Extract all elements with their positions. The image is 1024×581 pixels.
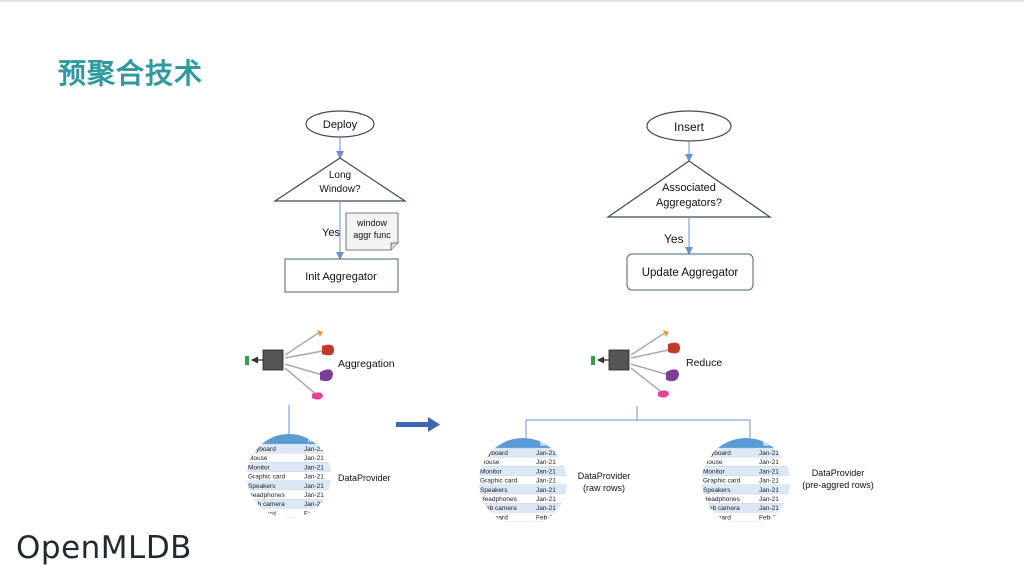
table-cell-item: Mouse	[480, 459, 500, 466]
provider-preaggred-line2: (pre-aggred rows)	[802, 480, 874, 490]
table-cell-item: Keyboard	[248, 510, 276, 517]
reduce-label: Reduce	[686, 357, 722, 369]
table-cell-item: Monitor	[248, 464, 271, 471]
table-cell-month: Feb-21	[304, 510, 325, 517]
table-cell-month: Jan-21	[759, 450, 779, 457]
table-cell-month: Jan-21	[304, 492, 324, 499]
right-flowchart: Insert Associated Aggregators? Yes Updat…	[479, 110, 874, 526]
decision-line2: Window?	[319, 184, 361, 195]
table-cell-item: Graphic card	[248, 474, 286, 481]
table-row	[702, 512, 790, 522]
table-cell-item: Headphones	[248, 492, 286, 499]
table-cell-month: Jan-21	[536, 450, 556, 457]
deploy-label: Deploy	[323, 119, 358, 131]
table-cell-item: Mouse	[703, 459, 723, 466]
table-cell-item: Web camera	[248, 501, 285, 508]
table-cell-item: Web camera	[480, 505, 517, 512]
svg-text:window: window	[356, 218, 388, 228]
table-cell-month: Jan-21	[536, 478, 556, 485]
init-aggregator-box	[284, 258, 399, 293]
table-cell-month: Jan-21	[304, 474, 324, 481]
table-cell-month: Jan-21	[759, 459, 779, 466]
table-cell-month: Jan-21	[304, 483, 324, 490]
table-cell-item: Web camera	[703, 505, 740, 512]
table-row	[247, 508, 331, 518]
decision-line1: Long	[329, 170, 351, 181]
table-cell-month: Jan-21	[536, 505, 556, 512]
table-header	[247, 434, 331, 444]
branch-connector	[525, 406, 751, 438]
table-cell-item: Headphones	[480, 496, 518, 503]
table-cell-item: Keyboard	[703, 514, 731, 521]
yes-label-right: Yes	[664, 232, 684, 246]
left-flowchart: Deploy Long Window? Yes window aggr func…	[245, 110, 407, 518]
provider-raw-line1: DataProvider	[578, 471, 631, 481]
table-cell-month: Jan-21	[759, 468, 779, 475]
init-aggregator-label: Init Aggregator	[305, 271, 377, 283]
table-cell-item: Headphones	[703, 496, 741, 503]
table-cell-month: Jan-21	[536, 468, 556, 475]
table-cell-item: Speakers	[480, 487, 508, 494]
table-cell-month: Jan-21	[536, 496, 556, 503]
aggregation-label: Aggregation	[338, 358, 395, 370]
table-cell-month: Jan-21	[536, 487, 556, 494]
table-cell-item: Speakers	[248, 483, 276, 490]
table-cell-month: Jan-21	[759, 496, 779, 503]
table-header-label: Month	[763, 441, 784, 448]
decision-r-line1: Associated	[662, 182, 716, 194]
table-cell-item: Mouse	[248, 455, 268, 462]
table-header-label: Month	[540, 441, 561, 448]
table-cell-month: Jan-21	[759, 478, 779, 485]
transition-arrow	[396, 417, 440, 432]
reduce-icon	[591, 330, 680, 398]
decision-r-line2: Aggregators?	[656, 197, 722, 209]
table-cell-month: Jan-21	[304, 455, 324, 462]
svg-text:aggr func: aggr func	[353, 230, 391, 240]
page-title: 预聚合技术	[58, 57, 204, 90]
openmldb-logo: OpenMLDB	[16, 530, 192, 566]
table-cell-month: Jan-21	[304, 464, 324, 471]
yes-label: Yes	[322, 227, 340, 239]
insert-label: Insert	[674, 120, 705, 134]
table-cell-month: Feb-21	[536, 514, 557, 521]
table-cell-item: Graphic card	[703, 478, 741, 485]
table-cell-month: Jan-21	[759, 487, 779, 494]
aggregation-icon	[245, 330, 334, 400]
window-aggr-func-note: window aggr func	[345, 212, 399, 251]
data-provider-left-label: DataProvider	[338, 473, 391, 483]
update-aggregator-box	[626, 253, 754, 291]
table-cell-item: Keyboard	[480, 450, 508, 457]
table-cell-item: Keyboard	[248, 446, 276, 453]
update-aggregator-label: Update Aggregator	[642, 267, 739, 279]
table-cell-month: Jan-21	[536, 459, 556, 466]
table-row	[479, 512, 567, 522]
table-cell-month: Feb-21	[759, 514, 780, 521]
table-cell-item: Keyboard	[480, 514, 508, 521]
table-header	[702, 438, 790, 448]
top-divider	[0, 0, 1024, 2]
table-cell-item: Graphic card	[480, 478, 518, 485]
table-cell-month: Jan-21	[304, 501, 324, 508]
table-cell-item: Speakers	[703, 487, 731, 494]
provider-preaggred-line1: DataProvider	[812, 468, 865, 478]
provider-raw-line2: (raw rows)	[583, 483, 625, 493]
table-header	[479, 438, 567, 448]
table-cell-item: Monitor	[480, 468, 503, 475]
table-cell-month: Jan-21	[759, 505, 779, 512]
table-cell-item: Keyboard	[703, 450, 731, 457]
table-header-label: Month	[308, 437, 329, 444]
table-cell-item: Monitor	[703, 468, 726, 475]
table-cell-month: Jan-21	[304, 446, 324, 453]
